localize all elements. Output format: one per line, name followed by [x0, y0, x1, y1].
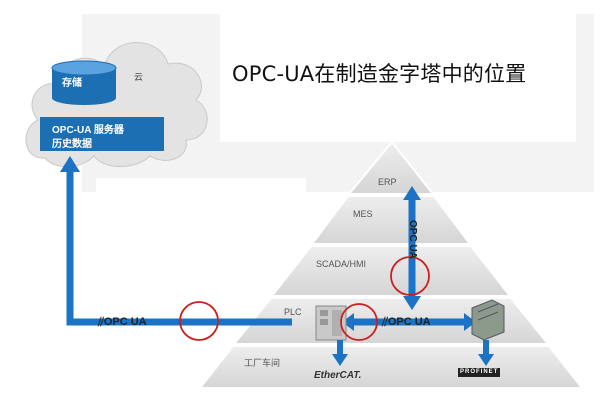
opcua-server-box	[40, 117, 164, 151]
pyramid-level-erp	[346, 140, 436, 195]
highlight-circle-left	[179, 301, 219, 341]
opcua-vertical-link	[403, 186, 421, 310]
level-label-shopfloor: 工厂车间	[244, 358, 281, 368]
storage-cylinder	[51, 60, 117, 105]
highlight-circle-vertical	[390, 256, 430, 296]
server-label-line1: OPC-UA 服务器	[52, 125, 124, 136]
opcua-label-right: ⧸⧸OPC UA	[382, 316, 431, 328]
opcua-horizontal-link	[342, 313, 476, 331]
storage-label: 存储	[62, 78, 82, 89]
level-label-scada-hmi: SCADA/HMI	[316, 259, 367, 269]
ethercat-logo: EtherCAT.	[314, 370, 362, 381]
opcua-label-vertical: OPC UA	[407, 220, 418, 259]
opcua-right-text: OPC UA	[387, 316, 431, 328]
level-label-erp: ERP	[378, 177, 397, 187]
opcua-label-left: ⧸⧸OPC UA	[98, 316, 147, 328]
profinet-logo: PROFINET	[458, 368, 501, 377]
level-label-mes: MES	[353, 209, 373, 219]
opcua-logo-icon: ⧸⧸	[382, 317, 388, 328]
io-device	[471, 299, 505, 341]
level-label-plc: PLC	[284, 307, 302, 317]
blank-panel	[96, 178, 306, 238]
title-panel	[220, 14, 576, 142]
cloud-label: 云	[134, 72, 144, 82]
server-label-line2: 历史数据	[52, 139, 92, 150]
opcua-logo-icon: ⧸⧸	[98, 317, 104, 328]
opcua-left-text: OPC UA	[103, 316, 147, 328]
pyramid-level-mes	[310, 195, 472, 245]
highlight-circle-plc	[340, 303, 378, 341]
diagram-title: OPC-UA在制造金字塔中的位置	[232, 62, 527, 86]
fieldbus-arrows	[332, 340, 494, 366]
